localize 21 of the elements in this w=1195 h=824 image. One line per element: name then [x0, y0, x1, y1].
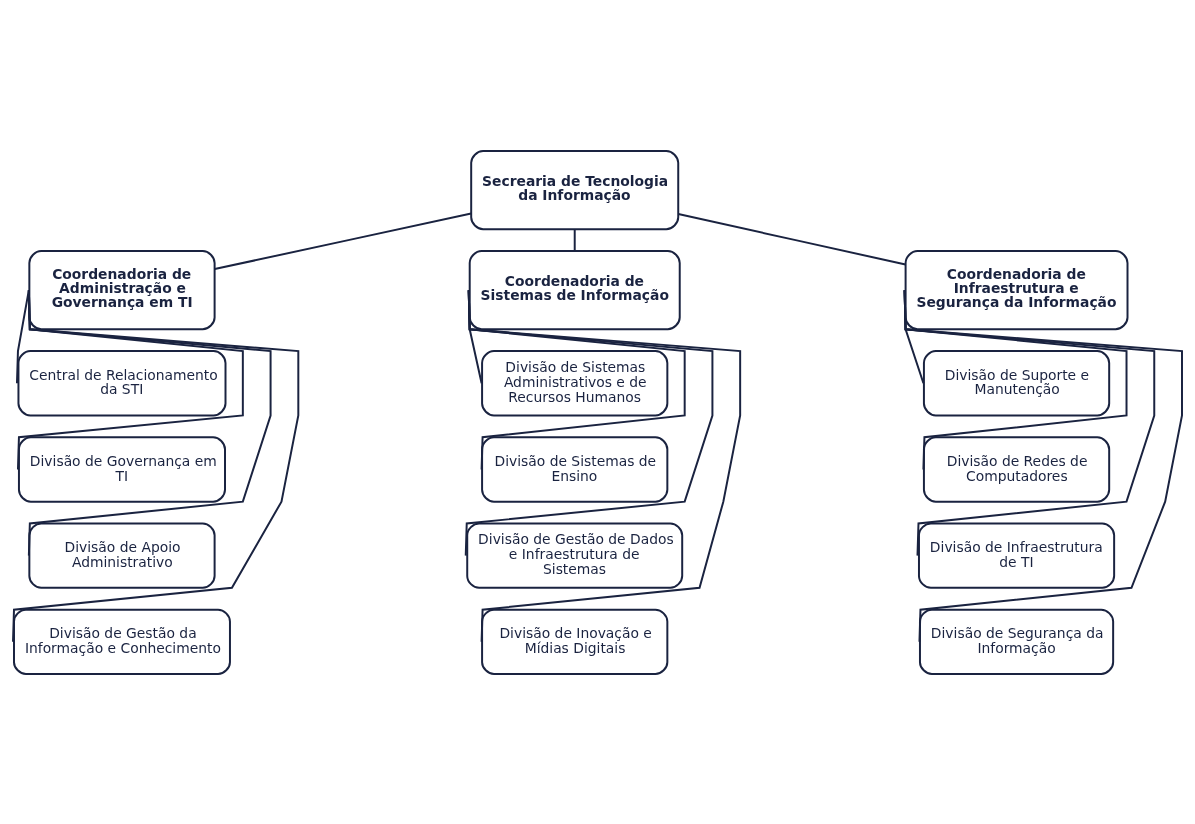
node-box: Divisão de Suporte e Manutenção [922, 349, 1111, 416]
node-box: Coordenadoria de Sistemas de Informação [468, 249, 681, 330]
node-box: Divisão de Segurança da Informação [918, 608, 1115, 675]
node-box: Divisão de Infraestrutura de TI [918, 521, 1116, 589]
node-box: Divisão de Redes de Computadores [922, 435, 1111, 503]
connector [12, 288, 300, 643]
node-box: Coordenadoria de Administração e Governança em TI [28, 249, 216, 330]
node-box: Divisão de Inovação e Mídias Digitais [481, 608, 669, 675]
node-box: Divisão de Apoio Administrativo [28, 521, 216, 589]
connector [903, 288, 1183, 643]
node-box: Coordenadoria de Infraestrutura e Segurança da Informação [904, 249, 1129, 330]
node-box: Divisão de Governança em TI [17, 435, 226, 503]
node-box: Divisão de Sistemas Administrativos e de Recursos Humanos [481, 349, 669, 416]
node-box: Secrearia de Tecnologia da Informação [470, 149, 680, 230]
node-box: Central de Relacionamento da STI [17, 349, 227, 416]
connector [573, 227, 576, 252]
node-box: Divisão de Sistemas de Ensino [481, 435, 669, 503]
node-box: Divisão de Gestão da Informação e Conhecimento [13, 608, 231, 675]
connector [677, 212, 907, 265]
connector [213, 212, 473, 270]
node-box: Divisão de Gestão de Dados e Infraestrutura de Sistemas [466, 521, 684, 589]
